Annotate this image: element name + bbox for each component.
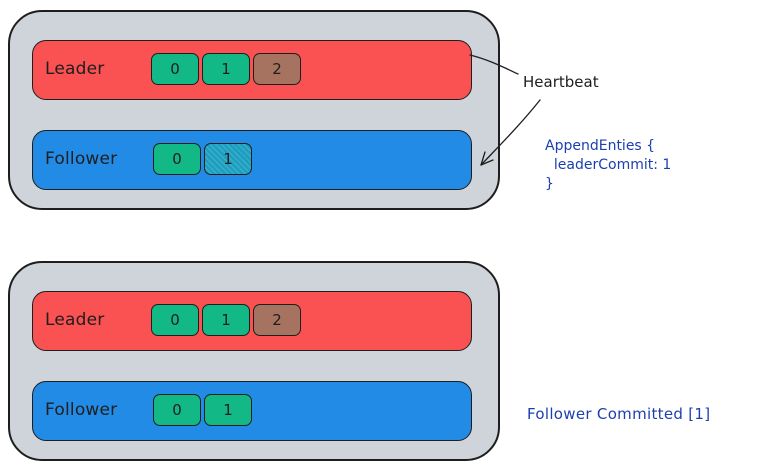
append-entries-line: } xyxy=(545,176,554,192)
arrowhead xyxy=(480,151,494,166)
log-entry: 1 xyxy=(204,143,252,175)
log-entry: 2 xyxy=(253,304,301,336)
cluster-after-commit: Leader 0 1 2 Follower 0 1 xyxy=(8,261,500,461)
follower-committed-label: Follower Committed [1] xyxy=(527,405,711,423)
follower-log: 0 1 xyxy=(153,143,252,175)
log-entry: 1 xyxy=(202,53,250,85)
heartbeat-arrow xyxy=(480,99,541,166)
leader-label: Leader xyxy=(45,59,105,79)
log-entry: 1 xyxy=(202,304,250,336)
heartbeat-line xyxy=(469,54,519,75)
follower-label: Follower xyxy=(45,400,118,420)
leader-log: 0 1 2 xyxy=(151,304,301,336)
follower-node: Follower 0 1 xyxy=(32,381,472,441)
log-entry: 0 xyxy=(153,394,201,426)
log-entry: 0 xyxy=(151,304,199,336)
log-entry: 1 xyxy=(204,394,252,426)
append-entries-line: AppendEnties { xyxy=(545,138,656,154)
cluster-before-commit: Leader 0 1 2 Follower 0 1 xyxy=(8,10,500,210)
leader-node: Leader 0 1 2 xyxy=(32,40,472,100)
leader-label: Leader xyxy=(45,310,105,330)
log-entry: 0 xyxy=(151,53,199,85)
log-entry: 0 xyxy=(153,143,201,175)
append-entries-line: leaderCommit: 1 xyxy=(545,157,672,173)
append-entries-message: AppendEnties { leaderCommit: 1 } xyxy=(545,137,671,194)
follower-node: Follower 0 1 xyxy=(32,130,472,190)
heartbeat-label: Heartbeat xyxy=(523,73,599,91)
follower-log: 0 1 xyxy=(153,394,252,426)
follower-label: Follower xyxy=(45,149,118,169)
leader-log: 0 1 2 xyxy=(151,53,301,85)
log-entry: 2 xyxy=(253,53,301,85)
leader-node: Leader 0 1 2 xyxy=(32,291,472,351)
